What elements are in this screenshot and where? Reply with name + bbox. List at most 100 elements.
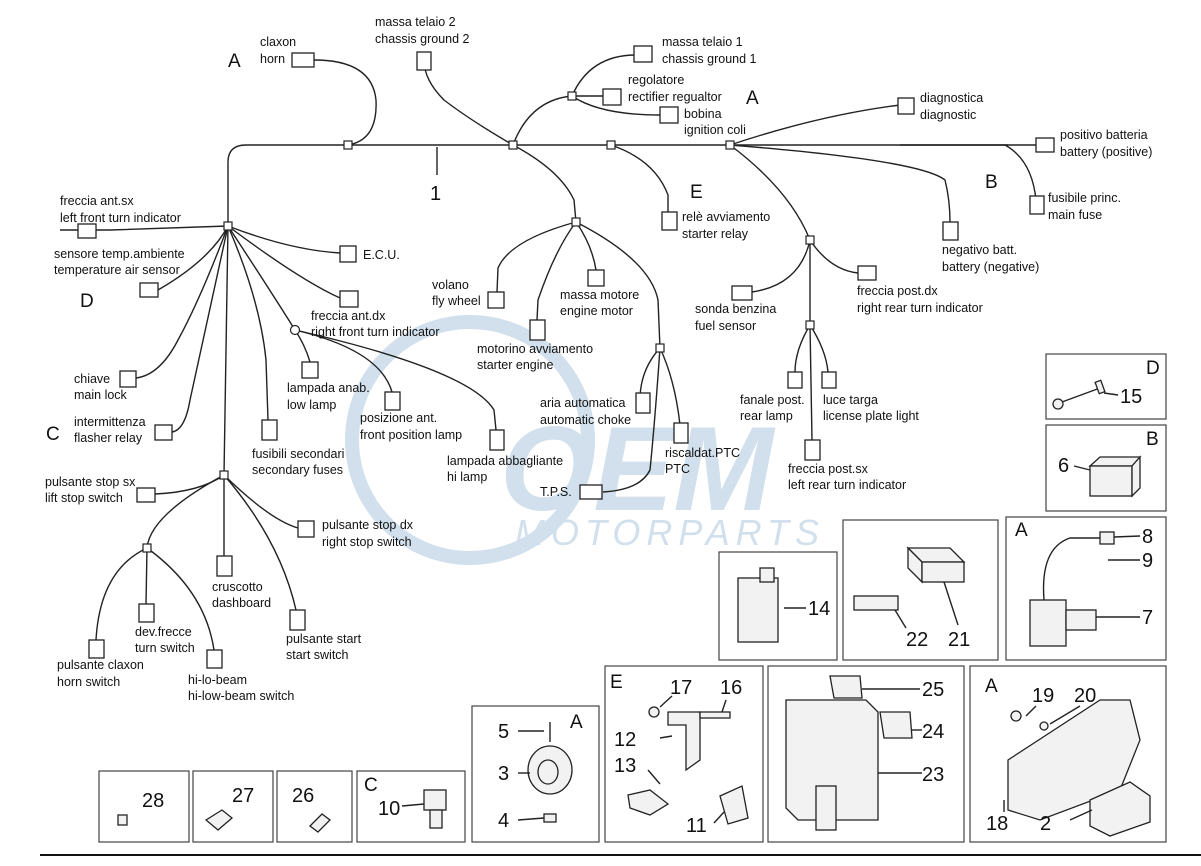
- watermark-logo: OEM: [500, 402, 776, 536]
- letter-a: A: [228, 51, 241, 72]
- tps-connector: [579, 484, 603, 500]
- part-number-26: 26: [292, 785, 314, 807]
- label-battery-positive: positivo batteria: [1060, 128, 1148, 142]
- label-right-front-turn-en: right front turn indicator: [311, 325, 440, 339]
- part-number-6: 6: [1058, 455, 1069, 477]
- dashboard-connector: [216, 555, 233, 577]
- horn-connector: [291, 52, 315, 68]
- label-low-lamp-en: low lamp: [287, 398, 336, 412]
- start-switch-connector: [289, 609, 306, 631]
- label-flasher-relay: intermittenza: [74, 415, 146, 429]
- label-start-switch-en: start switch: [286, 648, 349, 662]
- panel-letter: A: [570, 712, 583, 733]
- label-rear-lamp: fanale post.: [740, 393, 805, 407]
- panel-part-21-22: 22 21: [842, 519, 999, 661]
- right-stop-connector: [297, 520, 315, 538]
- wiring-harness: [60, 54, 1038, 651]
- panel-part-7-8-9: A 8 9 7: [1005, 516, 1167, 661]
- label-left-stop: pulsante stop sx: [45, 475, 136, 489]
- part-number-11: 11: [686, 815, 707, 837]
- part-number-12: 12: [614, 729, 636, 751]
- diagnostic-connector: [897, 97, 915, 115]
- ignition-coil-connector: [659, 106, 679, 124]
- label-tps: T.P.S.: [540, 485, 572, 499]
- label-temp-sensor-en: temperature air sensor: [54, 263, 180, 277]
- label-horn: claxon: [260, 35, 296, 49]
- label-auto-choke-en: automatic choke: [540, 413, 631, 427]
- label-dashboard: cruscotto: [212, 580, 263, 594]
- fly-wheel-connector: [487, 291, 505, 309]
- label-right-rear-turn-en: right rear turn indicator: [857, 301, 983, 315]
- label-secondary-fuses-en: secondary fuses: [252, 463, 343, 477]
- panel-letter: B: [1146, 429, 1159, 450]
- panel-part-6: B 6: [1045, 424, 1167, 512]
- label-horn-switch-en: horn switch: [57, 675, 120, 689]
- part-number-28: 28: [142, 790, 164, 812]
- label-left-rear-turn-en: left rear turn indicator: [788, 478, 906, 492]
- part-number-5: 5: [498, 721, 509, 743]
- label-starter-engine-en: starter engine: [477, 358, 553, 372]
- label-starter-relay-en: starter relay: [682, 227, 749, 241]
- label-auto-choke: aria automatica: [540, 396, 626, 410]
- label-low-lamp: lampada anab.: [287, 381, 370, 395]
- label-hilo-switch: hi-lo-beam: [188, 673, 247, 687]
- left-stop-connector: [136, 487, 156, 503]
- panel-part-28: 28: [98, 770, 190, 843]
- label-fly-wheel-en: fly wheel: [432, 294, 481, 308]
- part-number-22: 22: [906, 629, 928, 651]
- harness-number: 1: [430, 183, 441, 205]
- part-number-8: 8: [1142, 526, 1153, 548]
- label-fuel-sensor: sonda benzina: [695, 302, 776, 316]
- label-horn-switch: pulsante claxon: [57, 658, 144, 672]
- label-secondary-fuses: fusibili secondari: [252, 447, 344, 461]
- starter-relay-connector: [661, 211, 678, 231]
- label-fuel-sensor-en: fuel sensor: [695, 319, 756, 333]
- label-left-front-turn: freccia ant.sx: [60, 194, 134, 208]
- left-rear-turn-connector: [804, 439, 821, 461]
- label-horn-en: horn: [260, 52, 285, 66]
- part-number-15: 15: [1120, 386, 1142, 408]
- label-battery-positive-en: battery (positive): [1060, 145, 1152, 159]
- label-ecu: E.C.U.: [363, 248, 400, 262]
- license-light-connector: [821, 371, 837, 389]
- label-fly-wheel: volano: [432, 278, 469, 292]
- panel-letter: E: [610, 672, 623, 693]
- low-lamp-connector: [301, 361, 319, 379]
- ecu-connector: [339, 245, 357, 263]
- part-number-3: 3: [498, 763, 509, 785]
- watermark-text: MOTORPARTS: [515, 512, 825, 553]
- panel-letter: A: [985, 676, 998, 697]
- label-chassis-ground-1: massa telaio 1: [662, 35, 743, 49]
- part-number-21: 21: [948, 629, 970, 651]
- part-number-18: 18: [986, 813, 1008, 835]
- chassis-ground-1-connector: [633, 45, 653, 63]
- label-chassis-ground-2-en: chassis ground 2: [375, 32, 470, 46]
- turn-switch-connector: [138, 603, 155, 623]
- hi-lamp-connector: [489, 429, 505, 451]
- label-flasher-relay-en: flasher relay: [74, 431, 143, 445]
- junction-points: [142, 91, 815, 553]
- part-number-2: 2: [1040, 813, 1051, 835]
- panel-part-15: D 15: [1045, 353, 1167, 420]
- label-ignition-coil-en: ignition coli: [684, 123, 746, 137]
- part-number-27: 27: [232, 785, 254, 807]
- label-hi-lamp-en: hi lamp: [447, 470, 487, 484]
- letter-b: B: [985, 172, 998, 193]
- label-starter-engine: motorino avviamento: [477, 342, 593, 356]
- connectors: [77, 45, 1055, 669]
- right-rear-turn-connector: [857, 265, 877, 281]
- chassis-ground-2-connector: [416, 51, 432, 71]
- part-number-17: 17: [670, 677, 692, 699]
- label-ptc-heater-en: PTC: [665, 462, 690, 476]
- label-right-front-turn: freccia ant.dx: [311, 309, 386, 323]
- panel-part-27: 27: [192, 770, 274, 843]
- panel-part-E: E 17 16 12 13 11: [604, 665, 764, 843]
- rear-lamp-connector: [787, 371, 803, 389]
- letter-e: E: [690, 182, 703, 203]
- label-temp-sensor: sensore temp.ambiente: [54, 247, 185, 261]
- part-number-4: 4: [498, 810, 509, 832]
- temp-sensor-connector: [139, 282, 159, 298]
- label-front-position: posizione ant.: [360, 411, 437, 425]
- label-diagnostic-en: diagnostic: [920, 108, 976, 122]
- front-position-connector: [384, 391, 401, 411]
